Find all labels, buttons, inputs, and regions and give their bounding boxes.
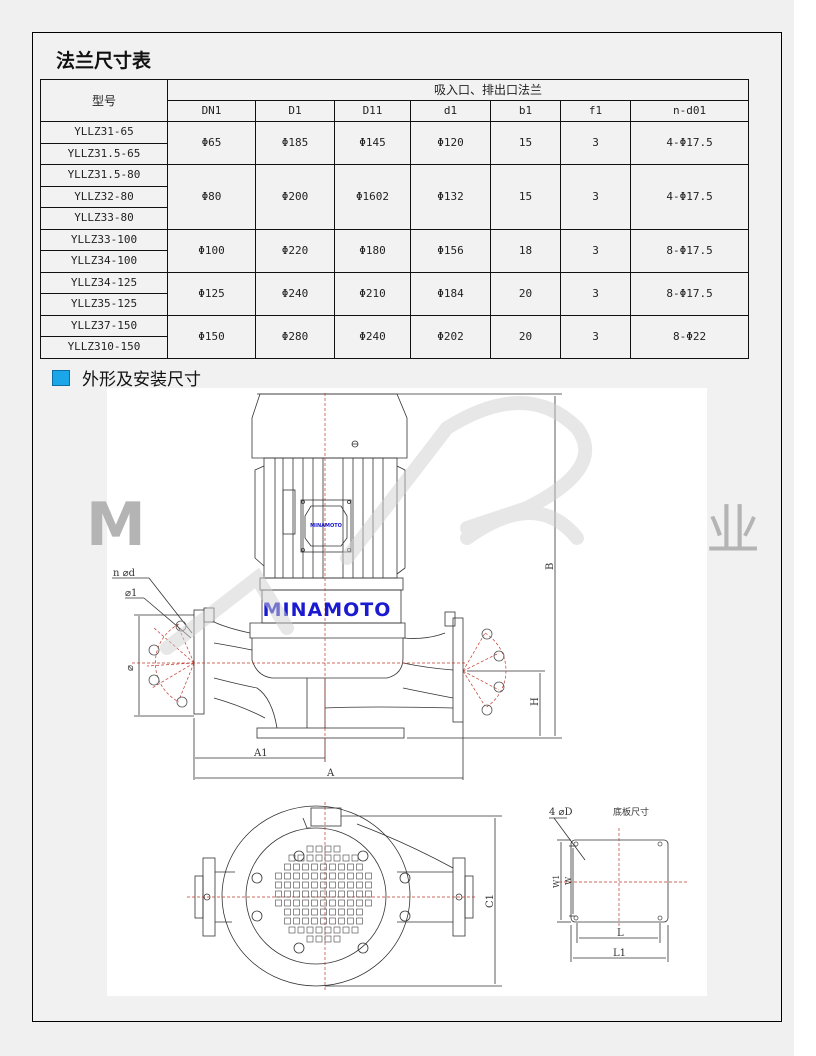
label-W1: W1 (552, 875, 561, 888)
value-cell: Φ240 (255, 271, 335, 316)
label-holes: 4 ⌀D (549, 807, 573, 818)
value-cell: Φ210 (334, 271, 411, 316)
page-right-margin (794, 0, 816, 1056)
label-phi1: ⌀1 (125, 588, 137, 599)
label-phi: ⌀ (125, 665, 136, 671)
value-cell: Φ220 (255, 228, 335, 273)
value-cell: Φ1602 (334, 164, 411, 230)
model-cell: YLLZ34-125 (40, 271, 168, 294)
value-cell: 8-Φ22 (629, 314, 750, 359)
column-header: D1 (255, 100, 335, 122)
table-row: YLLZ31-65 Φ65 Φ185 Φ145 Φ120 15 3 4-Φ17.… (40, 121, 750, 165)
value-cell: 4-Φ17.5 (629, 121, 750, 165)
label-base-title: 底板尺寸 (613, 806, 649, 818)
value-cell: 8-Φ17.5 (629, 228, 750, 273)
installation-drawing: MINAMOTO MINAMOTO n ⌀d ⌀1 ⌀ A1 A B H C1 … (107, 388, 707, 996)
label-L1: L1 (613, 948, 626, 959)
value-cell: Φ185 (255, 121, 335, 165)
table-header-row-1: 型号 吸入口、排出口法兰 (40, 79, 750, 122)
model-header: 型号 (40, 79, 168, 122)
model-cell: YLLZ33-100 (40, 228, 168, 251)
table-row: YLLZ33-100 Φ100 Φ220 Φ180 Φ156 18 3 8-Φ1… (40, 228, 750, 273)
model-cell: YLLZ37-150 (40, 314, 168, 337)
model-cell: YLLZ35-125 (40, 293, 168, 316)
label-L: L (617, 928, 624, 939)
value-cell: 8-Φ17.5 (629, 271, 750, 316)
table-row: YLLZ34-100 (40, 250, 749, 273)
value-cell: 20 (490, 271, 561, 316)
column-header: D11 (334, 100, 411, 122)
flange-dimension-table: 型号 吸入口、排出口法兰 DN1 D1 D11 d1 b1 f1 n-d01 Y… (40, 79, 750, 359)
flange-group-header: 吸入口、排出口法兰 (166, 79, 750, 101)
value-cell: Φ132 (410, 164, 491, 230)
label-B: B (545, 563, 556, 570)
value-cell: Φ80 (167, 164, 256, 230)
label-A: A (326, 768, 335, 779)
label-H: H (530, 697, 541, 706)
value-cell: Φ200 (255, 164, 335, 230)
table-row: YLLZ37-150 Φ150 Φ280 Φ240 Φ202 20 3 8-Φ2… (40, 314, 750, 359)
model-cell: YLLZ33-80 (40, 207, 168, 230)
value-cell: 18 (490, 228, 561, 273)
value-cell: 3 (560, 314, 631, 359)
model-cell: YLLZ31-65 (40, 121, 168, 144)
label-A1: A1 (253, 748, 268, 759)
label-C1: C1 (485, 894, 496, 908)
value-cell: Φ184 (410, 271, 491, 316)
label-n-d: n ⌀d (113, 568, 136, 579)
value-cell: 15 (490, 164, 561, 230)
model-cell: YLLZ34-100 (40, 250, 168, 273)
model-cell: YLLZ31.5-80 (40, 164, 168, 187)
table-row: YLLZ34-125 Φ125 Φ240 Φ210 Φ184 20 3 8-Φ1… (40, 271, 750, 316)
model-cell: YLLZ310-150 (40, 336, 168, 359)
value-cell: Φ65 (167, 121, 256, 165)
nameplate-logo: MINAMOTO (310, 523, 342, 529)
column-header: DN1 (167, 100, 256, 122)
column-header: n-d01 (629, 100, 750, 122)
value-cell: 3 (560, 164, 631, 230)
section-title: 外形及安装尺寸 (82, 370, 201, 390)
column-header: d1 (410, 100, 491, 122)
value-cell: Φ180 (334, 228, 411, 273)
value-cell: 4-Φ17.5 (629, 164, 750, 230)
value-cell: 20 (490, 314, 561, 359)
value-cell: Φ202 (410, 314, 491, 359)
column-header: b1 (490, 100, 561, 122)
table-row: YLLZ31.5-80 Φ80 Φ200 Φ1602 Φ132 15 3 4-Φ… (40, 164, 750, 230)
value-cell: 3 (560, 228, 631, 273)
watermark-character: 业 (706, 499, 760, 562)
value-cell: 15 (490, 121, 561, 165)
model-cell: YLLZ32-80 (40, 185, 168, 208)
table-row: YLLZ33-80 (40, 207, 749, 230)
section-heading: 外形及安装尺寸 (52, 365, 201, 390)
column-header: f1 (560, 100, 631, 122)
value-cell: Φ120 (410, 121, 491, 165)
watermark-letter: M (86, 490, 146, 560)
label-W: W (564, 876, 573, 885)
value-cell: Φ125 (167, 271, 256, 316)
page-title: 法兰尺寸表 (56, 50, 152, 72)
table-row: YLLZ32-80 (40, 185, 749, 208)
value-cell: Φ150 (167, 314, 256, 359)
brand-logo: MINAMOTO (263, 599, 392, 621)
pump-outline-drawing: MINAMOTO MINAMOTO n ⌀d ⌀1 ⌀ A1 A B H C1 … (112, 393, 687, 991)
value-cell: Φ156 (410, 228, 491, 273)
model-cell: YLLZ31.5-65 (40, 142, 168, 165)
value-cell: Φ280 (255, 314, 335, 359)
value-cell: Φ100 (167, 228, 256, 273)
value-cell: Φ145 (334, 121, 411, 165)
value-cell: 3 (560, 271, 631, 316)
table-row: YLLZ310-150 (40, 336, 749, 359)
table-row: YLLZ35-125 (40, 293, 749, 316)
section-marker-icon (52, 369, 70, 386)
value-cell: 3 (560, 121, 631, 165)
value-cell: Φ240 (334, 314, 411, 359)
